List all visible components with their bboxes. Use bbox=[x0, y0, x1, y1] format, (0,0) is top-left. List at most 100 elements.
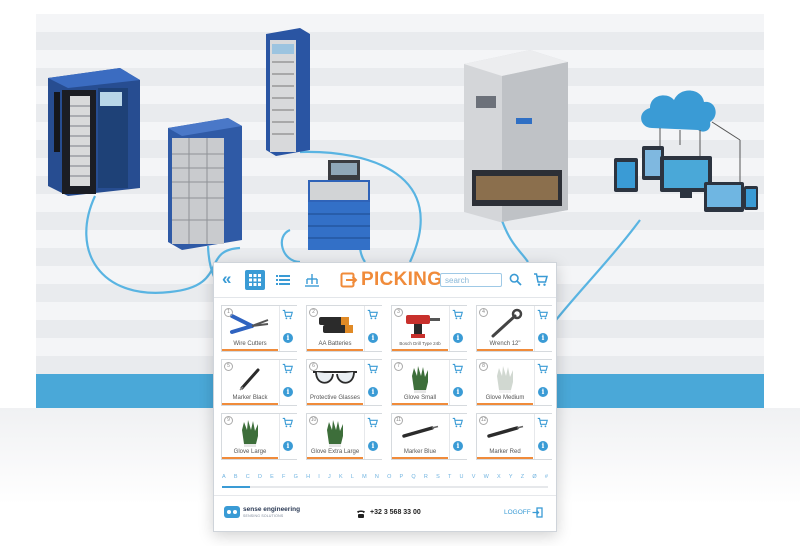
vending-tower bbox=[266, 28, 310, 156]
alphabet-letter[interactable]: L bbox=[350, 474, 354, 480]
add-to-cart-icon[interactable] bbox=[537, 417, 548, 428]
product-label: Glove Small bbox=[392, 393, 448, 405]
product-tile[interactable]: 4 Wrench 12" i bbox=[476, 305, 552, 352]
alphabet-letter[interactable]: X bbox=[497, 474, 501, 480]
brand-tagline: SENSING SOLUTIONS bbox=[243, 514, 284, 518]
alphabet-index: A B C D E F G H I J K L M N O P Q R S T U V W X Y Z Ø # bbox=[214, 471, 556, 483]
scrollbar-thumb[interactable] bbox=[222, 486, 250, 488]
info-icon[interactable]: i bbox=[538, 333, 548, 343]
search-icon bbox=[509, 273, 522, 286]
alphabet-letter[interactable]: A bbox=[222, 474, 226, 480]
alphabet-letter[interactable]: E bbox=[270, 474, 274, 480]
info-icon[interactable]: i bbox=[368, 441, 378, 451]
drill-image bbox=[406, 315, 440, 338]
add-to-cart-icon[interactable] bbox=[282, 363, 293, 374]
product-tile[interactable]: 3 Bosch Drill Type 24b i bbox=[391, 305, 467, 352]
grid-view-button[interactable] bbox=[245, 270, 265, 290]
add-to-cart-icon[interactable] bbox=[367, 309, 378, 320]
alphabet-letter[interactable]: P bbox=[399, 474, 404, 480]
locker-cabinet bbox=[168, 118, 242, 250]
add-to-cart-icon[interactable] bbox=[282, 309, 293, 320]
add-to-cart-icon[interactable] bbox=[452, 363, 463, 374]
picking-app-window: « bbox=[213, 262, 557, 532]
tree-view-button[interactable] bbox=[304, 272, 320, 288]
alphabet-letter[interactable]: M bbox=[362, 474, 367, 480]
alphabet-letter[interactable]: H bbox=[306, 474, 311, 480]
list-view-button[interactable] bbox=[275, 272, 291, 288]
add-to-cart-icon[interactable] bbox=[367, 417, 378, 428]
info-icon[interactable]: i bbox=[368, 333, 378, 343]
alphabet-letter[interactable]: C bbox=[245, 474, 250, 480]
search-button[interactable] bbox=[509, 273, 522, 286]
scrollbar[interactable] bbox=[222, 486, 548, 488]
alphabet-letter[interactable]: W bbox=[483, 474, 489, 480]
alphabet-letter[interactable]: T bbox=[447, 474, 452, 480]
logoff-button[interactable]: LOGOFF bbox=[504, 509, 531, 516]
add-to-cart-icon[interactable] bbox=[537, 363, 548, 374]
product-tile[interactable]: 2 AA Batteries i bbox=[306, 305, 382, 352]
product-tile[interactable]: 6 Protective Glasses i bbox=[306, 359, 382, 406]
logoff-icon[interactable] bbox=[532, 507, 543, 518]
grid-icon bbox=[249, 274, 261, 286]
info-icon[interactable]: i bbox=[283, 387, 293, 397]
info-icon[interactable]: i bbox=[368, 387, 378, 397]
toolbar: « bbox=[214, 263, 556, 298]
alphabet-letter[interactable]: # bbox=[544, 474, 548, 480]
product-tile[interactable]: 8 Glove Medium i bbox=[476, 359, 552, 406]
alphabet-letter[interactable]: R bbox=[423, 474, 428, 480]
product-tile[interactable]: 5 Marker Black i bbox=[221, 359, 297, 406]
alphabet-letter[interactable]: V bbox=[471, 474, 476, 480]
info-icon[interactable]: i bbox=[453, 387, 463, 397]
item-number: 7 bbox=[394, 362, 403, 371]
glove-extra-large-image bbox=[327, 420, 343, 447]
product-tile[interactable]: 12 Marker Red i bbox=[476, 413, 552, 460]
product-tile[interactable]: 7 Glove Small i bbox=[391, 359, 467, 406]
alphabet-letter[interactable]: S bbox=[436, 474, 440, 480]
add-to-cart-icon[interactable] bbox=[452, 309, 463, 320]
alphabet-letter[interactable]: D bbox=[257, 474, 262, 480]
search-input[interactable] bbox=[440, 273, 502, 287]
info-icon[interactable]: i bbox=[283, 441, 293, 451]
add-to-cart-icon[interactable] bbox=[282, 417, 293, 428]
product-tile[interactable]: 1 Wire Cutters i bbox=[221, 305, 297, 352]
product-label: AA Batteries bbox=[307, 339, 363, 351]
phone-number: +32 3 568 33 00 bbox=[370, 509, 421, 516]
alphabet-letter[interactable]: O bbox=[387, 474, 392, 480]
alphabet-letter[interactable]: G bbox=[293, 474, 298, 480]
info-icon[interactable]: i bbox=[538, 387, 548, 397]
add-to-cart-icon[interactable] bbox=[367, 363, 378, 374]
item-number: 1 bbox=[224, 308, 233, 317]
product-label: Glove Extra Large bbox=[307, 447, 363, 459]
info-icon[interactable]: i bbox=[453, 441, 463, 451]
product-label: Bosch Drill Type 24b bbox=[392, 339, 448, 351]
product-tile[interactable]: 9 Glove Large i bbox=[221, 413, 297, 460]
add-to-cart-icon[interactable] bbox=[537, 309, 548, 320]
protective-glasses-image bbox=[313, 371, 357, 384]
product-tile[interactable]: 10 Glove Extra Large i bbox=[306, 413, 382, 460]
alphabet-letter[interactable]: Y bbox=[508, 474, 513, 480]
back-double-chevron-icon[interactable]: « bbox=[222, 269, 232, 288]
alphabet-letter[interactable]: J bbox=[327, 474, 331, 480]
alphabet-letter[interactable]: N bbox=[374, 474, 379, 480]
exit-arrow-icon bbox=[340, 272, 358, 288]
item-number: 5 bbox=[224, 362, 233, 371]
info-icon[interactable]: i bbox=[283, 333, 293, 343]
alphabet-letter[interactable]: Z bbox=[520, 474, 525, 480]
alphabet-letter[interactable]: Q bbox=[411, 474, 416, 480]
info-icon[interactable]: i bbox=[538, 441, 548, 451]
info-icon[interactable]: i bbox=[453, 333, 463, 343]
cart-button[interactable] bbox=[533, 272, 548, 287]
product-tile[interactable]: 11 Marker Blue i bbox=[391, 413, 467, 460]
alphabet-letter[interactable]: B bbox=[233, 474, 238, 480]
alphabet-letter[interactable]: K bbox=[338, 474, 343, 480]
alphabet-letter[interactable]: F bbox=[282, 474, 286, 480]
item-number: 9 bbox=[224, 416, 233, 425]
add-to-cart-icon[interactable] bbox=[452, 417, 463, 428]
marker-red-image bbox=[487, 425, 524, 438]
alphabet-letter[interactable]: U bbox=[459, 474, 464, 480]
alphabet-letter[interactable]: I bbox=[318, 474, 320, 480]
product-label: Marker Blue bbox=[392, 447, 448, 459]
marker-black-image bbox=[239, 368, 260, 391]
phone-icon bbox=[357, 510, 365, 518]
alphabet-letter[interactable]: Ø bbox=[532, 474, 537, 480]
